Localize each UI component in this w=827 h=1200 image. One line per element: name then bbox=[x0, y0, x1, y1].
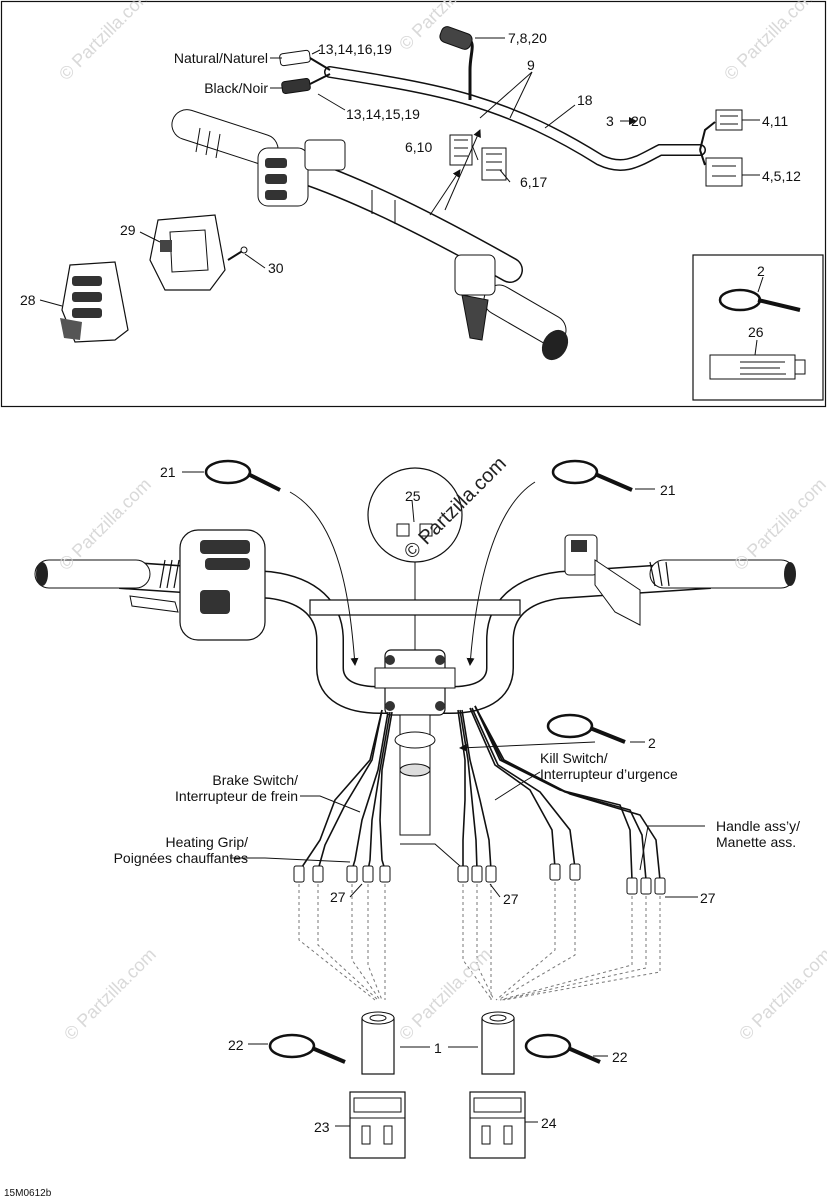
callout-4-5-12: 4,5,12 bbox=[762, 168, 801, 184]
callout-22-right: 22 bbox=[612, 1049, 628, 1065]
callout-6-17: 6,17 bbox=[520, 174, 548, 190]
label-brake-switch: Brake Switch/ bbox=[212, 772, 298, 788]
callout-30: 30 bbox=[268, 260, 284, 276]
callout-27-b: 27 bbox=[503, 891, 519, 907]
callout-27-c: 27 bbox=[700, 890, 716, 906]
wiring-harness bbox=[324, 38, 716, 171]
left-switch-housing-top bbox=[257, 139, 346, 207]
callout-inset-2: 2 bbox=[757, 263, 765, 279]
bottom-leaders bbox=[182, 471, 705, 1127]
connector-4-5-12 bbox=[705, 157, 743, 187]
connector-natural bbox=[279, 49, 331, 71]
left-switch-housing-bottom bbox=[129, 529, 266, 641]
cable-tie-22-right bbox=[524, 1033, 601, 1064]
sleeve-right bbox=[481, 1011, 515, 1075]
connector-4-11 bbox=[715, 109, 743, 131]
label-heating-grip: Heating Grip/ bbox=[165, 834, 248, 850]
callout-23: 23 bbox=[314, 1119, 330, 1135]
callout-21-left: 21 bbox=[160, 464, 176, 480]
connector-7-8-20 bbox=[439, 26, 473, 50]
callout-1: 1 bbox=[434, 1040, 442, 1056]
tube-26 bbox=[709, 354, 806, 380]
label-kill-switch: Kill Switch/ bbox=[540, 750, 608, 766]
callout-27-a: 27 bbox=[330, 889, 346, 905]
dashed-routing bbox=[298, 882, 661, 1001]
inset-box bbox=[692, 254, 824, 401]
callout-4-11: 4,11 bbox=[762, 113, 789, 129]
label-heating-grip-fr: Poignées chauffantes bbox=[113, 850, 248, 866]
connector-6-17 bbox=[481, 147, 507, 181]
cable-tie-inset bbox=[718, 288, 801, 312]
switch-assembly-28 bbox=[60, 261, 129, 343]
tie-arrows bbox=[289, 481, 596, 752]
callout-21-right: 21 bbox=[660, 482, 676, 498]
callout-25: 25 bbox=[405, 488, 421, 504]
right-grip-bottom bbox=[564, 534, 796, 626]
connector-housing-24 bbox=[469, 1091, 526, 1159]
figure-code: 15M0612b bbox=[4, 1188, 52, 1199]
connector-housing-23 bbox=[349, 1091, 406, 1159]
switch-cover-29 bbox=[149, 214, 226, 291]
cable-tie-2 bbox=[546, 713, 626, 744]
connector-black bbox=[281, 73, 331, 95]
label-brake-switch-fr: Interrupteur de frein bbox=[175, 788, 298, 804]
callout-13-14-16-19: 13,14,16,19 bbox=[318, 41, 392, 57]
wire-bundles bbox=[299, 705, 661, 881]
label-black: Black/Noir bbox=[204, 80, 268, 96]
cable-tie-21-right bbox=[551, 459, 633, 492]
callout-6-10: 6,10 bbox=[405, 139, 433, 155]
callout-9: 9 bbox=[527, 57, 535, 73]
detail-circle-25 bbox=[367, 467, 463, 650]
screw-30 bbox=[227, 246, 248, 261]
left-grip-bottom bbox=[34, 559, 180, 589]
top-panel-frame bbox=[0, 0, 827, 408]
callout-18: 18 bbox=[577, 92, 593, 108]
callout-22-left: 22 bbox=[228, 1037, 244, 1053]
callout-29: 29 bbox=[120, 222, 136, 238]
callout-20: 20 bbox=[631, 113, 647, 129]
label-handle-assy-fr: Manette ass. bbox=[716, 834, 797, 850]
label-kill-switch-fr: Interrupteur d’urgence bbox=[540, 766, 678, 782]
callout-2: 2 bbox=[648, 735, 656, 751]
label-handle-assy: Handle ass’y/ bbox=[716, 818, 801, 834]
callout-7-8-20: 7,8,20 bbox=[508, 30, 547, 46]
connector-6-10 bbox=[449, 134, 473, 166]
right-grip-top bbox=[454, 254, 569, 361]
cable-tie-22-left bbox=[268, 1033, 346, 1064]
terminals bbox=[293, 863, 666, 895]
callout-3: 3 bbox=[606, 113, 614, 129]
handlebar-top bbox=[287, 157, 523, 283]
label-natural: Natural/Naturel bbox=[173, 50, 268, 66]
sleeve-left bbox=[361, 1011, 395, 1075]
callout-13-14-15-19: 13,14,15,19 bbox=[346, 106, 420, 122]
riser-clamp bbox=[374, 649, 456, 836]
callout-inset-26: 26 bbox=[748, 324, 764, 340]
cable-tie-21-left bbox=[204, 459, 281, 492]
callout-24: 24 bbox=[541, 1115, 557, 1131]
top-leaders bbox=[39, 37, 764, 356]
callout-28: 28 bbox=[20, 292, 36, 308]
